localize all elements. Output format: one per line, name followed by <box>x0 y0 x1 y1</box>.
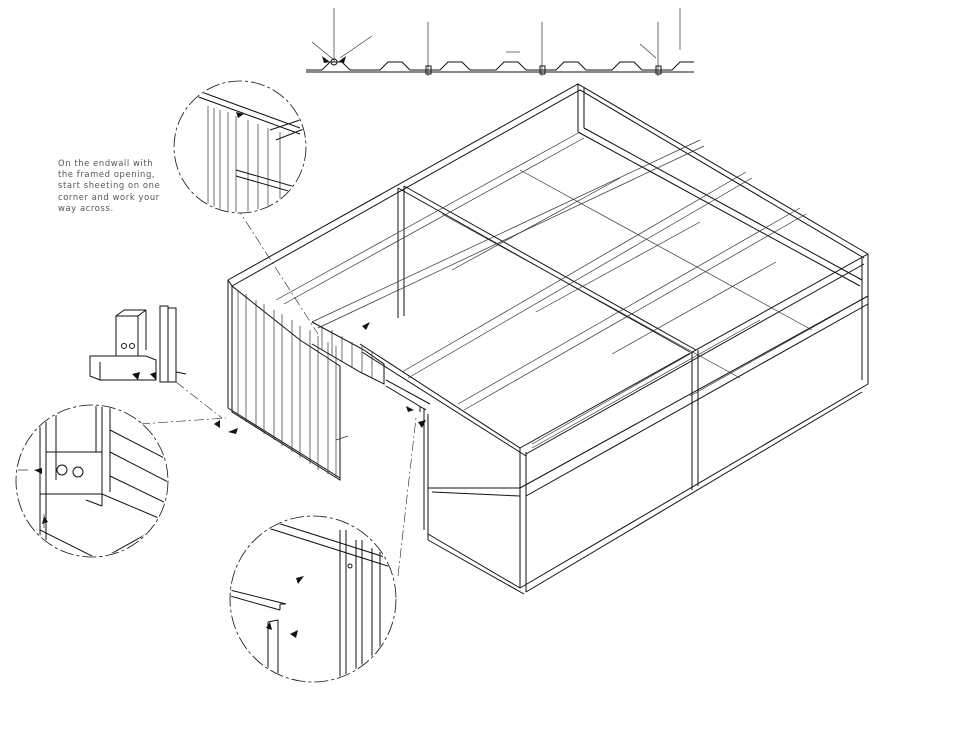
note-line-5: way across. <box>58 203 188 214</box>
roof-panel-section-profile <box>306 8 694 76</box>
corner-bracket-detail <box>90 306 186 382</box>
endwall-sheeting <box>214 280 426 530</box>
note-line-3: start sheeting on one <box>58 180 188 191</box>
note-line-4: corner and work your <box>58 192 188 203</box>
note-line-2: the framed opening, <box>58 169 188 180</box>
detail-circle-base <box>16 404 168 560</box>
detail-circle-jamb <box>230 516 396 690</box>
note-line-1: On the endwall with <box>58 158 188 169</box>
detail-circle-eave <box>174 81 306 214</box>
leader-lines <box>140 206 416 576</box>
instruction-note: On the endwall with the framed opening, … <box>58 158 188 214</box>
